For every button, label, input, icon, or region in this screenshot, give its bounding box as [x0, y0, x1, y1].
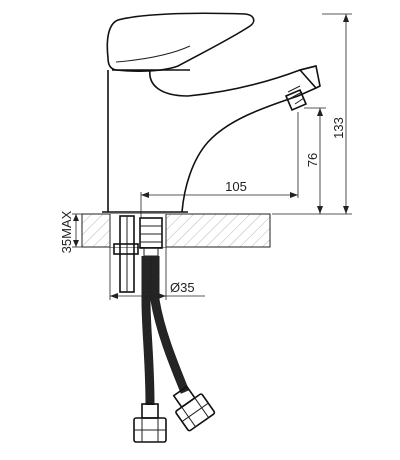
dim-total-height: 133	[272, 13, 352, 215]
dim-spout-reach-label: 105	[225, 179, 247, 194]
dim-spout-reach: 105	[140, 112, 299, 218]
dim-deck-thickness: 35MAX	[59, 210, 84, 253]
dim-spout-height-label: 76	[305, 153, 320, 167]
faucet-lever	[106, 12, 255, 72]
hose-fitting-right	[172, 385, 216, 432]
faucet-body	[102, 12, 321, 213]
supply-hoses	[141, 256, 190, 406]
dim-hole-diameter: Ø35	[109, 247, 205, 300]
dim-spout-height: 76	[304, 107, 326, 214]
dim-hole-diameter-label: Ø35	[170, 280, 195, 295]
aerator	[284, 65, 321, 112]
faucet-spout	[107, 65, 317, 213]
faucet-collar	[112, 69, 190, 97]
dim-deck-thickness-label: 35MAX	[59, 210, 74, 253]
hose-fitting-left	[133, 403, 167, 443]
dim-total-height-label: 133	[331, 117, 346, 139]
countertop-section	[81, 213, 271, 248]
